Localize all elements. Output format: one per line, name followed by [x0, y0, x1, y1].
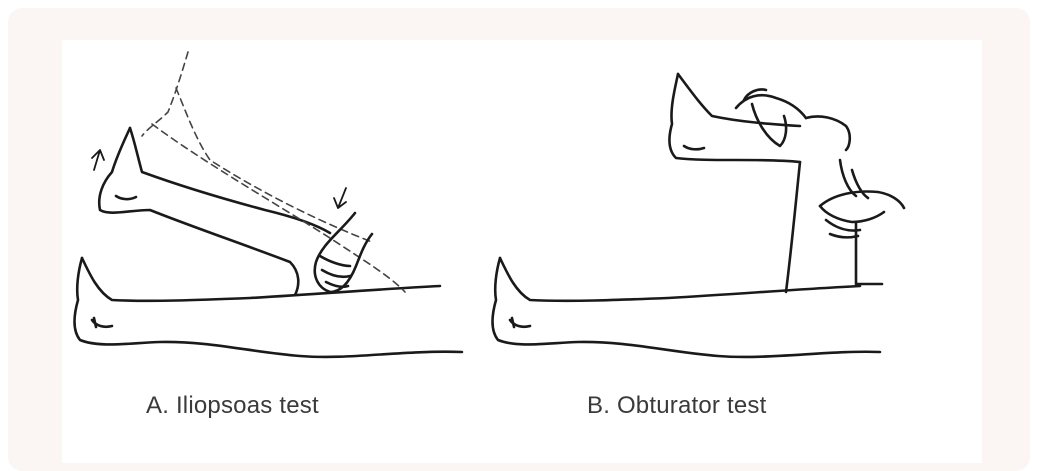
examiner-hand-a [315, 213, 372, 292]
flexed-leg-b [669, 74, 800, 292]
examiner-hand-upper-b [736, 89, 850, 150]
resting-leg-a [75, 258, 463, 357]
raised-leg-a [99, 128, 330, 295]
obturator-illustration [493, 74, 905, 357]
arrow-up-icon [92, 150, 104, 170]
iliopsoas-illustration [75, 52, 463, 357]
arrow-down-icon [334, 188, 346, 208]
examiner-hand-lower-b [820, 160, 904, 237]
resting-leg-b [493, 258, 881, 357]
caption-obturator-test: B. Obturator test [587, 392, 766, 420]
caption-iliopsoas-test: A. Iliopsoas test [146, 392, 319, 420]
